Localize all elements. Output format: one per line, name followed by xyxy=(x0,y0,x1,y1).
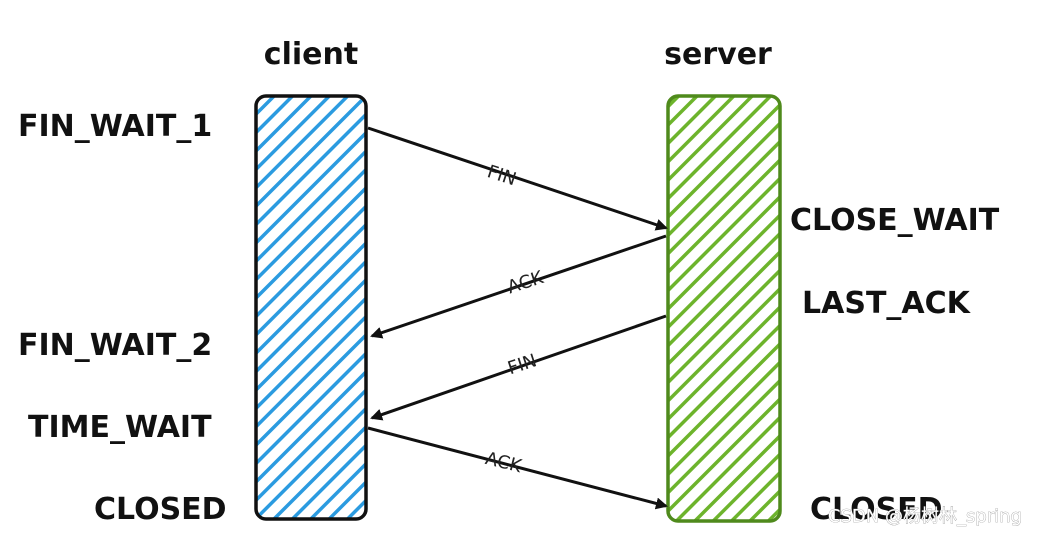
ack-label-2: ACK xyxy=(483,448,525,477)
ack-arrow-client-to-server xyxy=(367,426,668,510)
fin-arrow-client-to-server xyxy=(367,126,668,231)
ack-arrow-server-to-client xyxy=(370,234,667,339)
server-lifeline xyxy=(666,94,782,523)
server-state-closed: CLOSED xyxy=(810,492,943,527)
server-state-close-wait: CLOSE_WAIT xyxy=(790,203,1000,238)
client-state-time-wait: TIME_WAIT xyxy=(28,410,212,445)
client-state-fin-wait-1: FIN_WAIT_1 xyxy=(18,109,212,144)
fin-label-1: FIN xyxy=(485,161,519,190)
client-state-closed: CLOSED xyxy=(94,492,227,527)
csdn-watermark: CSDN @杨树林_spring xyxy=(828,506,1022,527)
fin-arrow-server-to-client xyxy=(370,314,667,421)
client-lifeline xyxy=(254,94,368,521)
client-state-fin-wait-2: FIN_WAIT_2 xyxy=(18,328,212,363)
client-header: client xyxy=(264,37,358,72)
ack-label-1: ACK xyxy=(505,267,547,299)
fin-label-2: FIN xyxy=(505,350,539,379)
server-state-last-ack: LAST_ACK xyxy=(802,286,972,321)
server-header: server xyxy=(664,37,772,72)
